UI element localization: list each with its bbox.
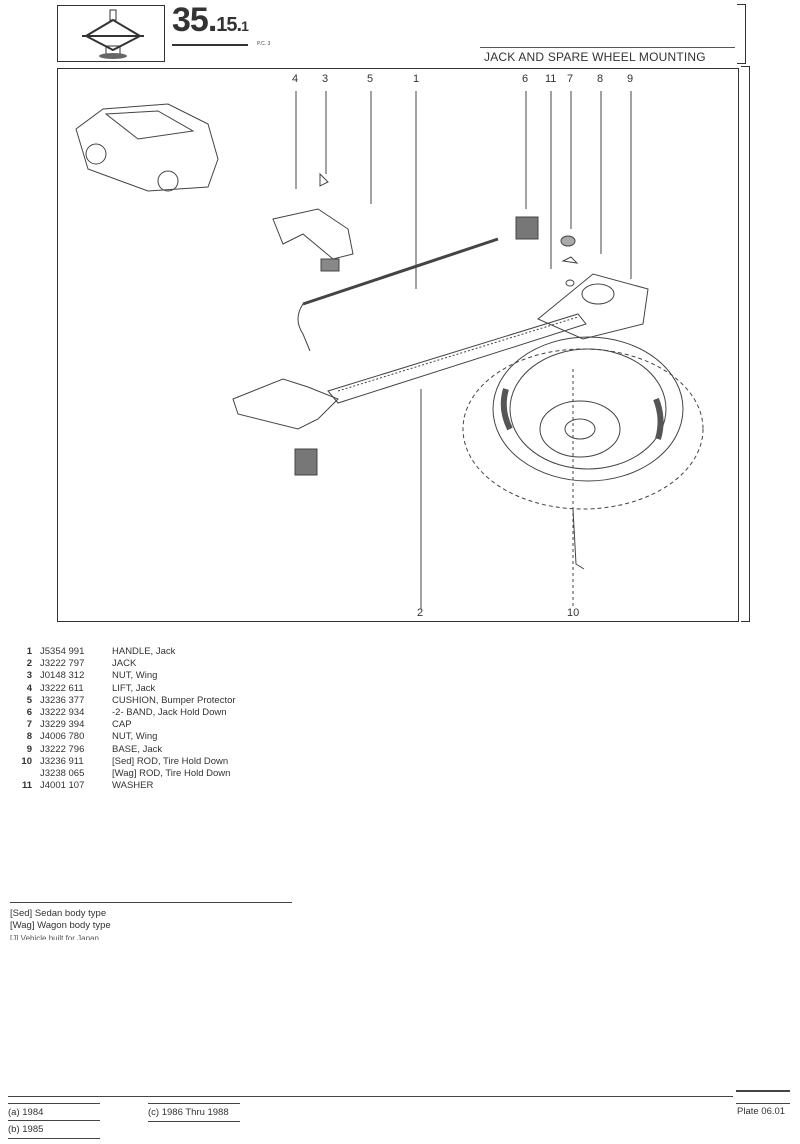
part-item-number bbox=[10, 768, 40, 780]
part-item-number: 10 bbox=[21, 755, 32, 767]
part-number: J5354 991 bbox=[40, 646, 85, 657]
plate-rule-top bbox=[736, 1090, 790, 1092]
part-description: NUT, Wing bbox=[112, 731, 158, 743]
part-row: 2 J3222 797 JACK bbox=[10, 658, 412, 670]
diagram-bracket bbox=[741, 66, 750, 622]
title-rule bbox=[480, 47, 735, 48]
part-row: 6 J3222 934 -2- BAND, Jack Hold Down bbox=[10, 707, 412, 719]
section-number-suffix: 1 bbox=[241, 18, 249, 34]
footer-rule-b bbox=[8, 1120, 100, 1121]
part-item-number: 6 bbox=[26, 707, 32, 719]
part-item-number: 5 bbox=[26, 694, 32, 706]
part-item-number: 7 bbox=[26, 719, 32, 731]
note-wagon: [Wag] Wagon body type bbox=[10, 919, 111, 931]
part-row: 9 J3222 796 BASE, Jack bbox=[10, 744, 412, 756]
callout-11: 11 bbox=[545, 73, 557, 85]
part-item-number: 2 bbox=[26, 658, 32, 670]
callout-9: 9 bbox=[627, 73, 634, 85]
part-item-number: 8 bbox=[26, 731, 32, 743]
section-number-sub: 15. bbox=[216, 14, 242, 36]
part-row: 11 J4001 107 WASHER bbox=[10, 780, 412, 792]
callout-1: 1 bbox=[413, 73, 420, 85]
part-row: J3238 065 [Wag] ROD, Tire Hold Down bbox=[10, 768, 412, 780]
section-icon-box bbox=[57, 5, 165, 62]
part-description: LIFT, Jack bbox=[112, 682, 156, 694]
part-number: J4001 107 bbox=[40, 780, 85, 792]
footer-rule-c2 bbox=[148, 1121, 240, 1122]
footer-rule bbox=[8, 1096, 733, 1097]
part-item-number: 11 bbox=[21, 780, 32, 792]
callout-10: 10 bbox=[567, 607, 580, 619]
part-row: 1 J5354 991 HANDLE, Jack bbox=[10, 646, 412, 658]
part-description: -2- BAND, Jack Hold Down bbox=[112, 707, 227, 719]
part-row: 7 J3229 394 CAP bbox=[10, 719, 412, 731]
part-description: [Sed] ROD, Tire Hold Down bbox=[112, 755, 229, 767]
part-description: BASE, Jack bbox=[112, 743, 163, 755]
part-number: J4006 780 bbox=[40, 731, 85, 743]
plate-number: Plate 06.01 bbox=[737, 1106, 786, 1117]
part-number: J3236 911 bbox=[40, 755, 84, 767]
page-title: JACK AND SPARE WHEEL MOUNTING bbox=[484, 50, 706, 64]
callout-7: 7 bbox=[567, 73, 574, 85]
part-item-number: 1 bbox=[26, 646, 32, 657]
footer-year-b: (b) 1985 bbox=[8, 1124, 44, 1135]
pc-label: P.C. 3 bbox=[257, 41, 271, 47]
part-number: J0148 312 bbox=[40, 670, 85, 682]
footer-rule-a bbox=[8, 1103, 100, 1104]
parts-list: 1 J5354 991 HANDLE, Jack 2 J3222 797 JACK 3 J01… bbox=[10, 646, 412, 792]
callout-8: 8 bbox=[597, 73, 604, 85]
callout-2: 2 bbox=[417, 607, 424, 619]
scissor-jack-icon bbox=[82, 9, 144, 59]
part-row: 8 J4006 780 NUT, Wing bbox=[10, 731, 412, 743]
callout-4: 4 bbox=[292, 73, 299, 85]
footer-rule-b2 bbox=[8, 1138, 100, 1139]
part-row: 10 J3236 911 [Sed] ROD, Tire Hold Down bbox=[10, 756, 412, 768]
part-number: J3222 796 bbox=[40, 743, 85, 755]
section-number: 35.15.1 bbox=[172, 1, 249, 46]
notes-rule bbox=[10, 902, 292, 903]
part-number: J3222 934 bbox=[40, 707, 85, 719]
part-number: J3222 611 bbox=[40, 682, 84, 694]
part-row: 4 J3222 611 LIFT, Jack bbox=[10, 683, 412, 695]
footer-year-c: (c) 1986 Thru 1988 bbox=[148, 1107, 229, 1118]
notes: [Sed] Sedan body type [Wag] Wagon body t… bbox=[10, 908, 111, 931]
part-description: CUSHION, Bumper Protector bbox=[112, 694, 236, 706]
part-item-number: 4 bbox=[26, 682, 32, 694]
part-item-number: 9 bbox=[26, 743, 32, 755]
callout-3: 3 bbox=[322, 73, 329, 85]
section-number-main: 35. bbox=[172, 1, 217, 39]
diagram-drawing bbox=[75, 91, 704, 609]
part-number: J3236 377 bbox=[40, 694, 85, 706]
part-row: 5 J3236 377 CUSHION, Bumper Protector bbox=[10, 695, 412, 707]
part-number: J3229 394 bbox=[40, 719, 85, 731]
part-item-number: 3 bbox=[26, 670, 32, 682]
part-description: HANDLE, Jack bbox=[112, 646, 176, 657]
plate-rule bbox=[736, 1103, 790, 1104]
part-number: J3238 065 bbox=[40, 768, 85, 780]
part-description: JACK bbox=[112, 658, 137, 670]
part-description: WASHER bbox=[112, 780, 154, 792]
callout-5: 5 bbox=[367, 73, 374, 85]
part-row: 3 J0148 312 NUT, Wing bbox=[10, 670, 412, 682]
callout-6: 6 bbox=[522, 73, 529, 85]
header-bracket bbox=[737, 4, 746, 64]
exploded-diagram: 4 3 5 1 6 11 7 8 9 2 10 bbox=[57, 68, 739, 622]
footer-year-a: (a) 1984 bbox=[8, 1107, 44, 1118]
note-sedan: [Sed] Sedan body type bbox=[10, 908, 107, 919]
part-description: NUT, Wing bbox=[112, 670, 158, 682]
note-japan-cut: [J] Vehicle built for Japan bbox=[10, 934, 99, 940]
footer-rule-c bbox=[148, 1103, 240, 1104]
part-description: [Wag] ROD, Tire Hold Down bbox=[112, 768, 231, 780]
part-number: J3222 797 bbox=[40, 658, 85, 670]
part-description: CAP bbox=[112, 719, 132, 731]
